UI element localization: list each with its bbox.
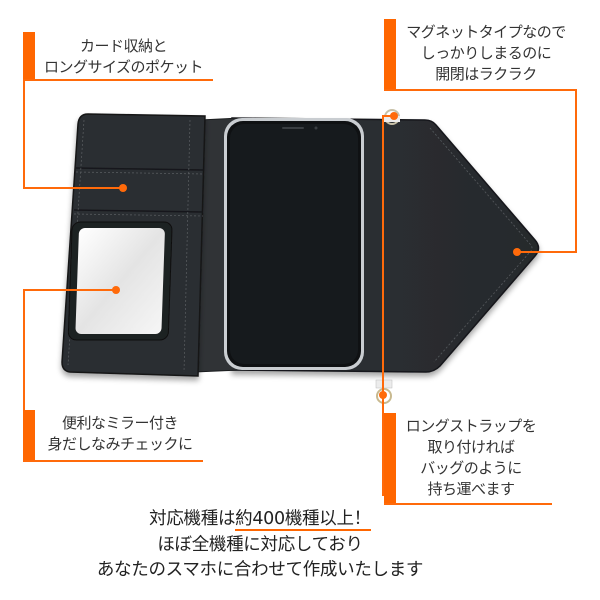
- compatibility-line-3: あなたのスマホに合わせて作成いたします: [96, 560, 424, 580]
- mirror: [75, 228, 165, 334]
- callout-strap: ロングストラップを 取り付ければ バッグのように 持ち運べます: [396, 416, 546, 500]
- callout-magnet-line-3: 開閉はラクラク: [435, 65, 537, 83]
- callout-card-storage-marker: [23, 32, 35, 80]
- callout-strap-line-4: 持ち運べます: [427, 480, 515, 498]
- callout-card-storage-underline: [23, 79, 213, 81]
- callout-mirror-marker: [23, 410, 35, 461]
- callout-strap-line-3: バッグのように: [420, 459, 522, 477]
- compatibility-line-2: ほぼ全機種に対応しており: [157, 535, 363, 555]
- callout-mirror: 便利なミラー付き 身だしなみチェックに: [36, 413, 204, 455]
- compatibility-line-1: 対応機種は約400機種以上！: [0, 508, 520, 531]
- callout-magnet-line-1: マグネットタイプなので: [406, 23, 566, 41]
- compatibility-highlight: 約400機種以上！: [235, 509, 371, 531]
- callout-lines: [23, 79, 577, 496]
- callout-magnet-underline: [384, 89, 577, 91]
- callout-mirror-underline: [23, 460, 203, 462]
- callout-card-storage-line-2: ロングサイズのポケット: [43, 58, 204, 76]
- callout-magnet: マグネットタイプなので しっかりしまるのに 開閉はラクラク: [396, 22, 576, 85]
- callout-mirror-line-1: 便利なミラー付き: [61, 414, 179, 432]
- callout-mirror-line-2: 身だしなみチェックに: [47, 435, 193, 453]
- callout-strap-line-1: ロングストラップを: [405, 417, 537, 435]
- callout-card-storage: カード収納と ロングサイズのポケット: [36, 36, 211, 78]
- callout-magnet-line-2: しっかりしまるのに: [420, 44, 552, 62]
- callout-strap-line-2: 取り付ければ: [427, 438, 515, 456]
- callout-strap-marker: [384, 413, 396, 505]
- callout-strap-underline: [384, 503, 552, 505]
- card-panel: [61, 113, 206, 377]
- callout-magnet-marker: [384, 19, 396, 91]
- compatibility-prefix: 対応機種は: [149, 509, 236, 529]
- callout-card-storage-line-1: カード収納と: [79, 37, 168, 55]
- smartphone: [224, 118, 364, 370]
